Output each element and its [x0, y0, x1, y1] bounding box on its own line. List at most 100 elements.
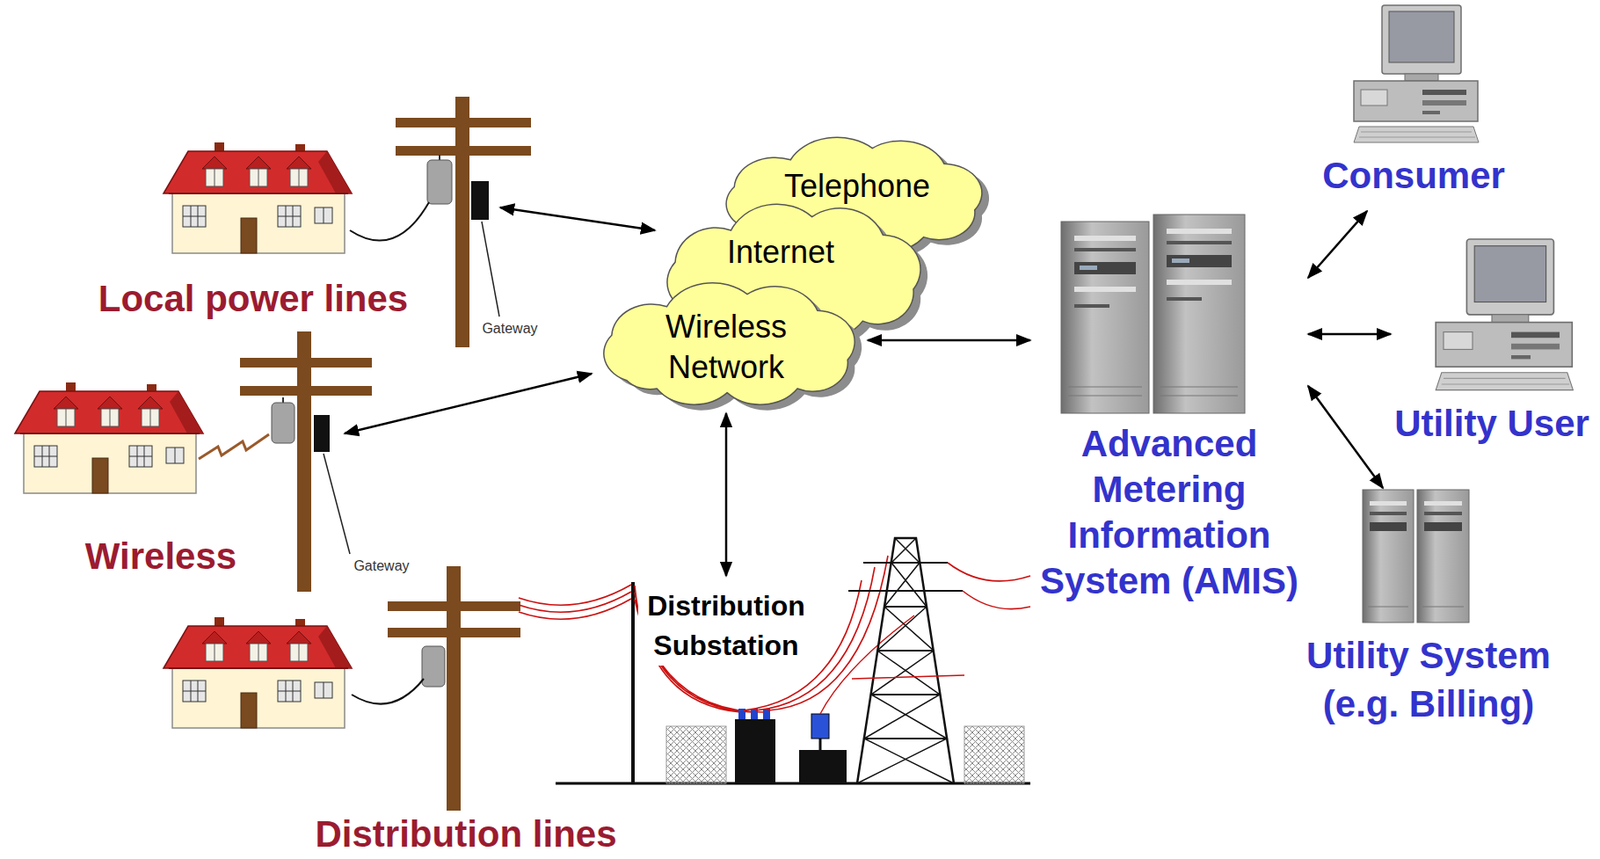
server-group: Advanced Metering Information System (AM…: [1030, 214, 1309, 616]
leader-line: [323, 453, 350, 554]
node-text: Advanced Metering Information System (AM…: [1034, 421, 1304, 604]
power-line: [518, 584, 632, 619]
substation: [734, 719, 776, 784]
house-wireless: [14, 382, 204, 494]
house-group: Local power lines: [92, 87, 501, 321]
node-text: Utility User: [1394, 405, 1590, 443]
utility-pole: [446, 566, 461, 811]
node-text: Utility System (e.g. Billing): [1296, 631, 1561, 728]
server-icon: [1079, 265, 1098, 270]
connector-arrow: [1308, 385, 1383, 488]
connector-arrow: [725, 413, 728, 576]
text-slot: Internet: [727, 236, 835, 269]
computer-utility-user: [1435, 239, 1573, 391]
house-group: Distribution lines: [158, 597, 623, 858]
server-icon: [1166, 254, 1232, 268]
server-icon: [1424, 511, 1462, 516]
server-group: Utility System (e.g. Billing): [1293, 487, 1564, 735]
pole-transformer: [438, 154, 441, 160]
house-distribution: [163, 617, 352, 728]
node-text: Local power lines: [98, 280, 408, 318]
substation: [848, 562, 963, 739]
substation: [819, 738, 822, 750]
text-slot: Telephone: [784, 170, 931, 203]
substation: [811, 713, 830, 739]
server-icon: [1061, 221, 1150, 414]
substation: [864, 538, 954, 784]
network-cloud: Wireless Network: [591, 277, 868, 414]
server-icon: [1369, 501, 1407, 506]
substation: [666, 726, 727, 784]
service-wire: [351, 678, 424, 705]
computer-utility-user: [1435, 239, 1573, 391]
server-icon: [1424, 522, 1462, 531]
text-slot: Consumer: [1322, 157, 1506, 195]
pole-transformer: [427, 154, 452, 204]
leader-line: [323, 453, 350, 554]
substation: [857, 538, 954, 784]
server-icon: [1362, 489, 1470, 623]
connector-arrow: [1308, 210, 1368, 278]
house-local: [163, 142, 352, 254]
text-slot: Utility User: [1394, 405, 1590, 443]
cloud-outline: [603, 283, 855, 405]
connector-arrow: [1308, 333, 1391, 336]
server-icon: [1369, 522, 1407, 531]
server-icon: [1166, 279, 1232, 285]
gateway-box: [313, 414, 330, 452]
node-text: Distribution lines: [314, 815, 617, 853]
text-slot: Gateway: [481, 320, 538, 337]
utility-pole: [240, 331, 372, 592]
node-text: Telephone: [784, 170, 931, 203]
service-wire: [349, 202, 430, 241]
computer-group: Utility User: [1390, 237, 1593, 449]
service-wire: [349, 202, 430, 241]
server-icon: [1153, 214, 1245, 414]
server-icon: [1074, 286, 1136, 292]
text-slot: Advanced Metering Information System (AM…: [1034, 421, 1304, 604]
server-icon: [1417, 489, 1470, 623]
connector-arrow: [500, 207, 655, 231]
service-wire: [351, 678, 424, 705]
text-slot: Distribution Substation: [638, 586, 815, 666]
pole-transformer: [271, 397, 295, 444]
substation: [555, 538, 1031, 784]
node-text: Consumer: [1322, 157, 1506, 195]
computer-group: Consumer: [1318, 3, 1509, 211]
server-icon: [1074, 304, 1110, 308]
computer-consumer: [1353, 5, 1479, 143]
substation: [851, 562, 1031, 679]
server-icon: [1074, 261, 1136, 275]
connector-arrow: [344, 373, 592, 434]
node-text: Wireless: [85, 538, 237, 575]
substation: [555, 782, 1031, 786]
wireless-link: [198, 434, 270, 459]
substation-group: Distribution Substation: [631, 575, 1033, 787]
server-icon: [1068, 386, 1238, 396]
gateway-box: [471, 181, 489, 220]
house-group: Wireless: [8, 325, 345, 585]
text-slot: Distribution lines: [314, 815, 617, 853]
text-slot: Utility System (e.g. Billing): [1296, 631, 1561, 728]
connector-arrow: [867, 339, 1031, 342]
pole-transformer: [271, 402, 295, 444]
pole-transformer: [427, 160, 452, 204]
pole-transformer: [282, 397, 284, 403]
leader-line: [481, 221, 500, 317]
server-icon: [1061, 214, 1245, 414]
pole-transformer: [421, 646, 445, 687]
gateway-label: Gateway: [481, 320, 538, 337]
server-icon: [1362, 489, 1414, 623]
node-text: Distribution Substation: [638, 586, 815, 666]
gateway-label: Gateway: [353, 558, 409, 575]
computer-consumer: [1353, 5, 1479, 143]
node-text: Internet: [727, 236, 835, 269]
gateway-box: [313, 414, 330, 452]
server-icon: [1074, 235, 1136, 241]
substation: [964, 726, 1025, 784]
text-slot: Gateway: [353, 558, 409, 575]
server-icon: [1166, 297, 1202, 301]
